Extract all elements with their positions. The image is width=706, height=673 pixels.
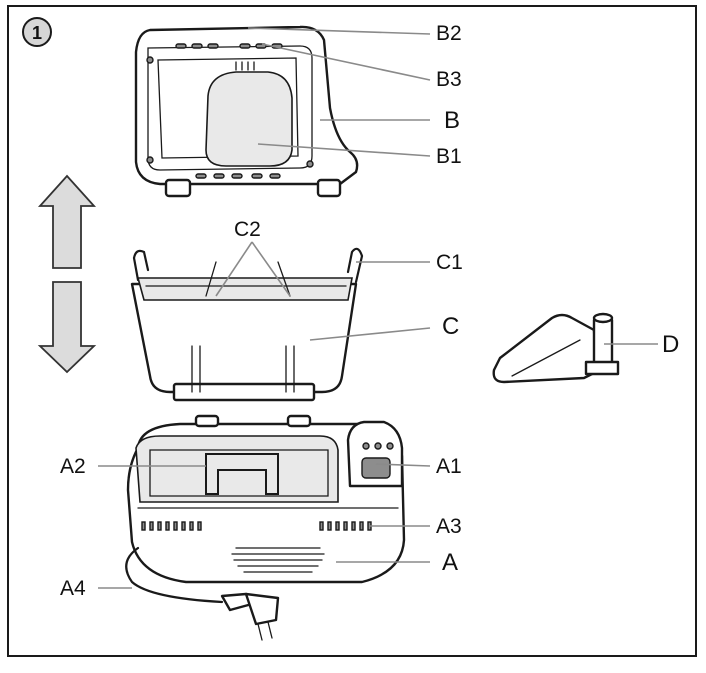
power-cord-a4 bbox=[125, 546, 280, 641]
label-b3: B3 bbox=[436, 68, 462, 91]
front-grille bbox=[231, 547, 325, 573]
label-a3: A3 bbox=[436, 515, 462, 538]
pan-base bbox=[172, 382, 316, 402]
leader-lines bbox=[98, 27, 658, 589]
baking-pan-part-c bbox=[130, 247, 364, 402]
label-a2: A2 bbox=[60, 455, 86, 478]
base-unit-part-a bbox=[126, 414, 406, 584]
figure-frame bbox=[7, 5, 697, 657]
kneading-paddle-part-d bbox=[492, 312, 620, 384]
label-b1: B1 bbox=[436, 145, 462, 168]
lid-part-b bbox=[134, 25, 359, 198]
side-vents bbox=[141, 521, 372, 531]
lift-arrow bbox=[37, 174, 97, 374]
lid-hinge-left bbox=[164, 178, 192, 198]
label-b: B bbox=[444, 107, 460, 134]
label-c: C bbox=[442, 313, 459, 340]
control-display bbox=[361, 457, 391, 479]
label-a: A bbox=[442, 549, 458, 576]
label-d: D bbox=[662, 331, 679, 358]
label-a4: A4 bbox=[60, 577, 86, 600]
label-a1: A1 bbox=[436, 455, 462, 478]
label-b2: B2 bbox=[436, 22, 462, 45]
label-c2: C2 bbox=[234, 218, 261, 241]
label-c1: C1 bbox=[436, 251, 463, 274]
lid-window bbox=[205, 71, 293, 167]
lid-hinge-right bbox=[316, 178, 342, 198]
figure-number: 1 bbox=[32, 23, 42, 43]
lid-vent-slots bbox=[175, 43, 283, 179]
figure-number-badge: 1 bbox=[22, 17, 52, 47]
